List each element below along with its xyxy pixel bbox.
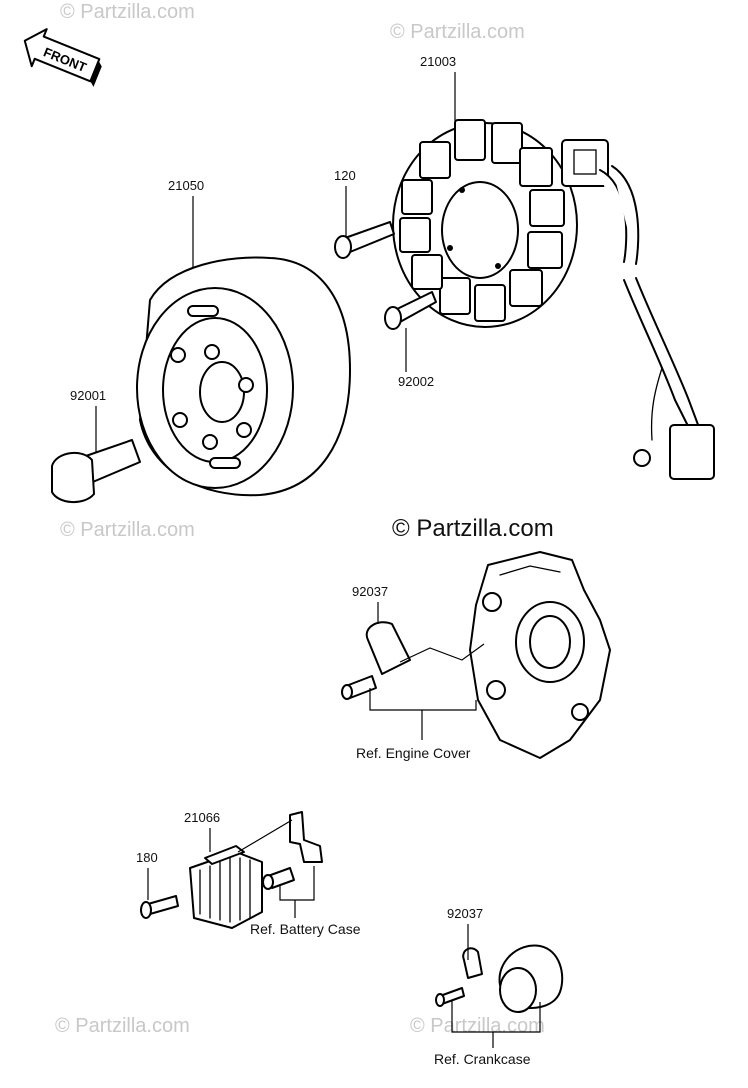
part-number-92037-upper: 92037 (352, 584, 388, 599)
ref-crankcase: Ref. Crankcase (434, 1051, 531, 1067)
watermark-top-left: © Partzilla.com (60, 1, 195, 23)
part-number-21066: 21066 (184, 810, 220, 825)
clamp-92037-lower (462, 947, 483, 979)
part-number-120: 120 (334, 168, 356, 183)
stator-center-bore (441, 181, 519, 279)
part-number-21003: 21003 (420, 54, 456, 69)
ref-engine-cover: Ref. Engine Cover (356, 745, 471, 761)
part-number-92037-lower: 92037 (447, 906, 483, 921)
crankcase-clamp-group: 92037 Ref. Crankcase (434, 906, 564, 1067)
front-arrow-badge: FRONT (23, 28, 102, 87)
regulator-rectifier: 21066 180 Ref. Battery Case (136, 810, 361, 937)
watermark-top-right: © Partzilla.com (390, 21, 525, 43)
engine-cover-assembly: 92037 Ref. Engine Cover (341, 551, 611, 761)
watermark-bottom-right: © Partzilla.com (410, 1015, 545, 1037)
part-number-21050: 21050 (168, 178, 204, 193)
ref-battery-case: Ref. Battery Case (250, 921, 361, 937)
watermark-bottom-left: © Partzilla.com (55, 1015, 190, 1037)
part-number-180: 180 (136, 850, 158, 865)
part-number-92001: 92001 (70, 388, 106, 403)
clamp-92037-upper (365, 621, 411, 675)
watermark-mid-left: © Partzilla.com (60, 519, 195, 541)
watermark-center: © Partzilla.com (392, 515, 554, 542)
stator-assembly: 21003 (392, 54, 715, 480)
bolt-92001: 92001 (51, 388, 141, 503)
part-number-92002: 92002 (398, 374, 434, 389)
bolt-120: 120 (334, 168, 395, 259)
stator-plug (669, 424, 715, 480)
stator-connector-block (561, 139, 609, 187)
bolt-92002: 92002 (384, 291, 437, 389)
flywheel-rotor: 21050 (136, 178, 351, 497)
ground-terminal (633, 449, 651, 467)
stator-coils (399, 119, 565, 322)
